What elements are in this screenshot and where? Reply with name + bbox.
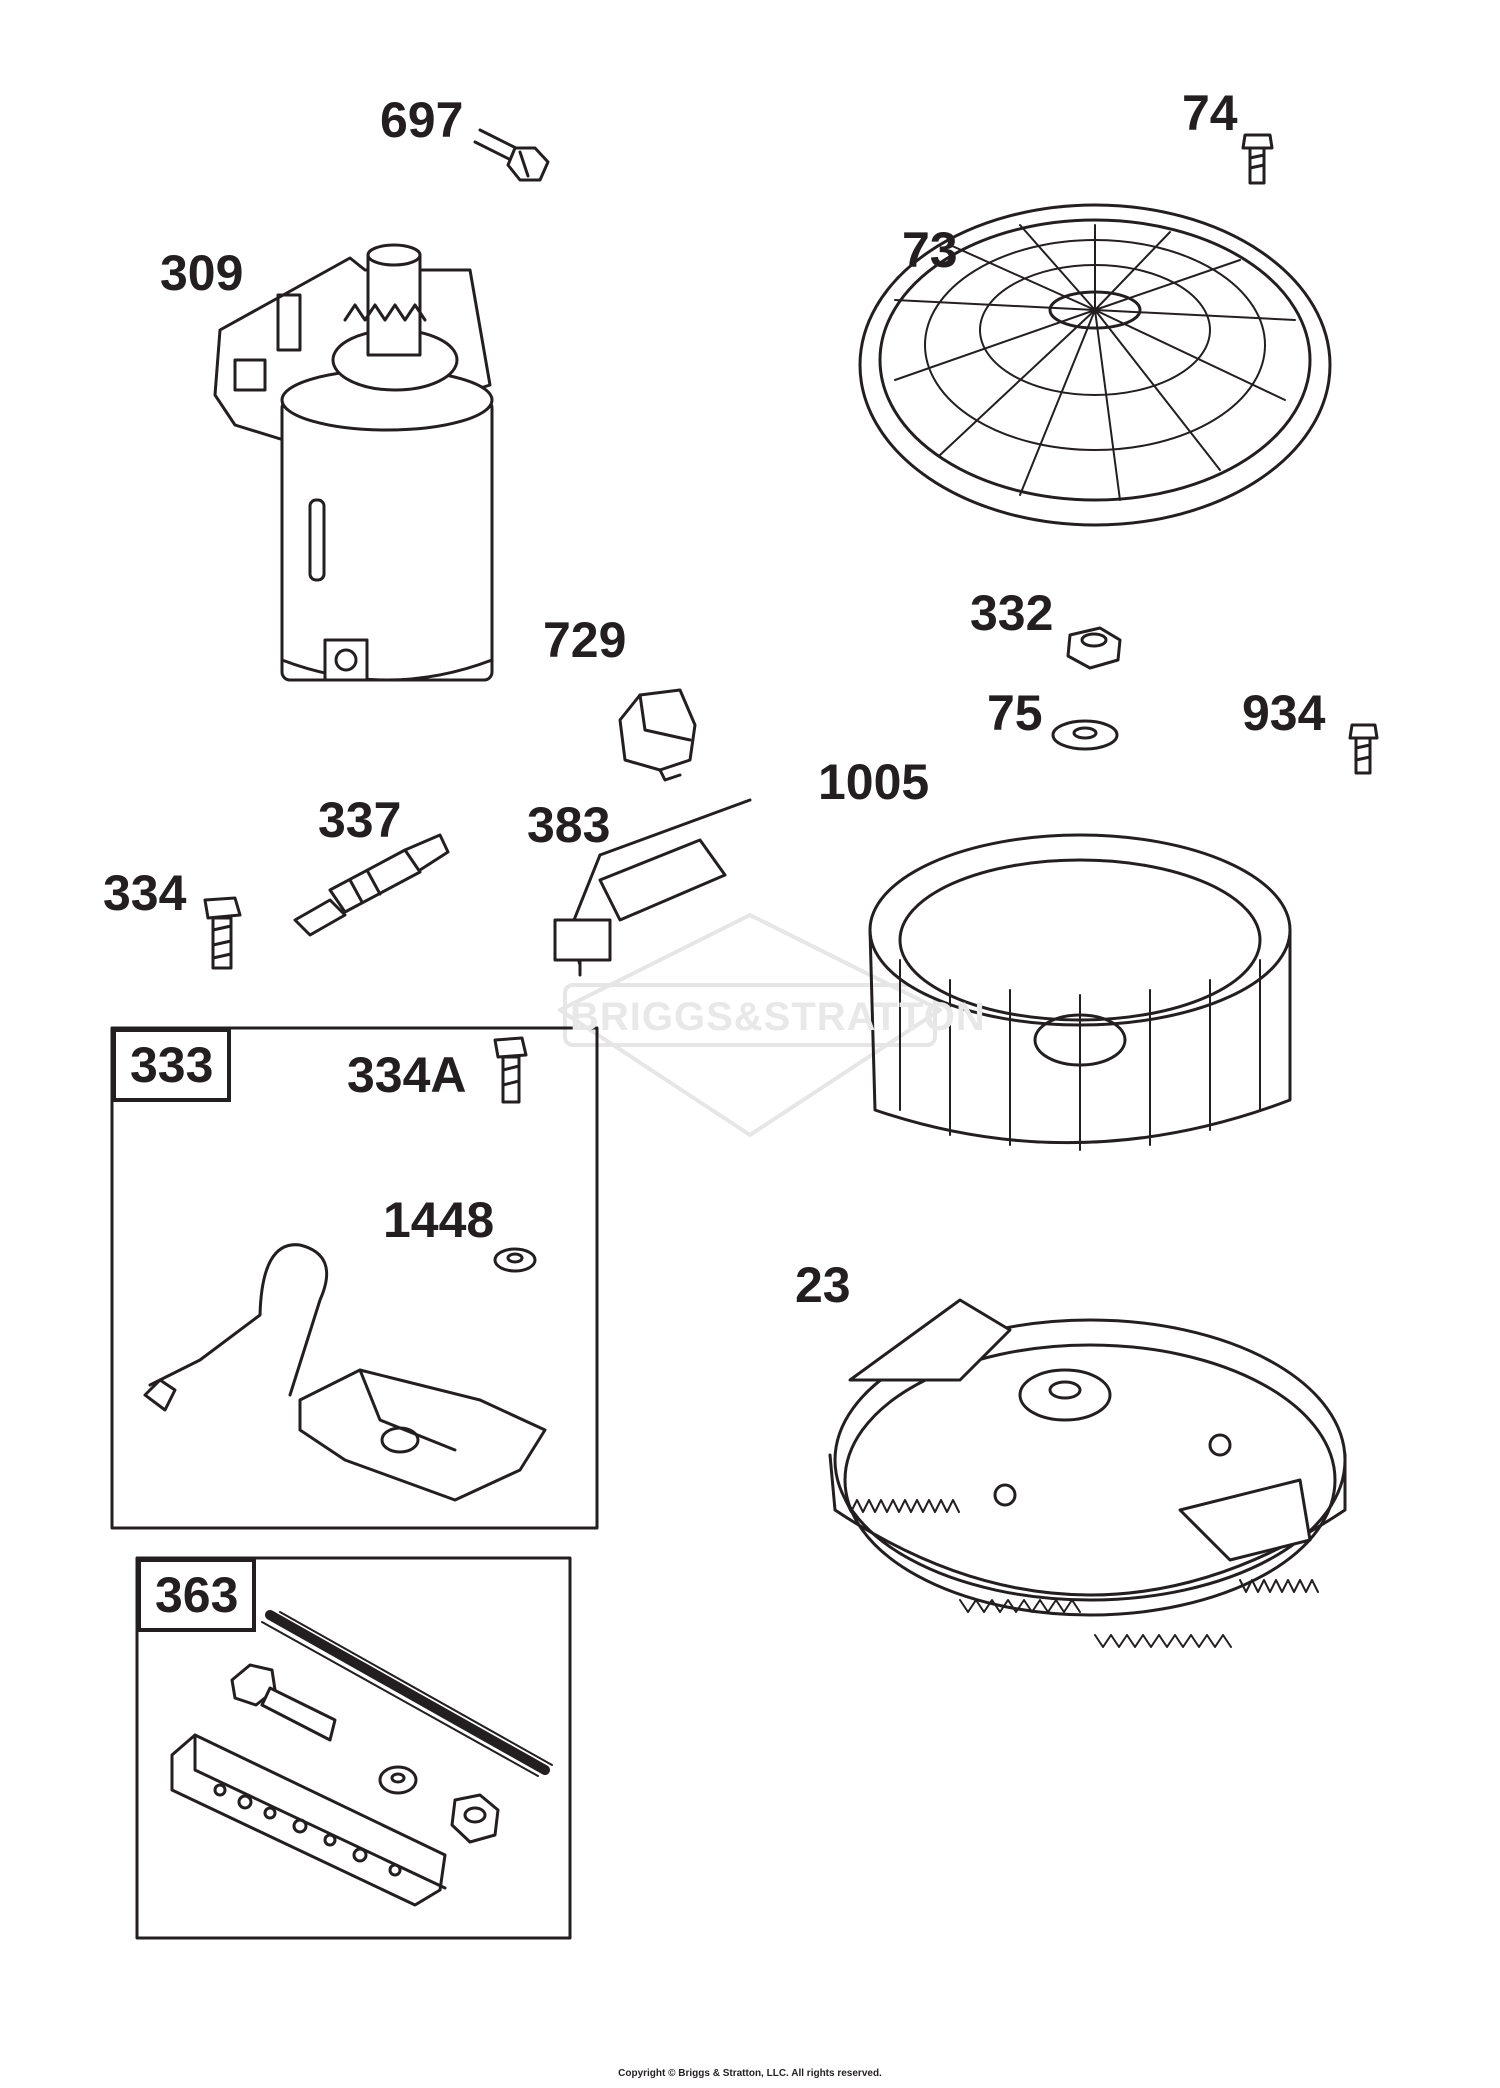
part-74-bolt[interactable]	[1241, 133, 1274, 185]
part-334A-bolt[interactable]	[493, 1036, 528, 1104]
brand-watermark	[558, 913, 942, 1137]
label-73[interactable]: 73	[902, 222, 958, 278]
label-934[interactable]: 934	[1242, 685, 1326, 741]
part-23-flywheel[interactable]	[828, 1298, 1347, 1648]
label-697[interactable]: 697	[380, 92, 464, 148]
label-309[interactable]: 309	[160, 245, 244, 301]
label-332[interactable]: 332	[970, 585, 1054, 641]
part-332-nut[interactable]	[1066, 626, 1122, 670]
part-1448-washer[interactable]	[493, 1247, 537, 1273]
label-334[interactable]: 334	[103, 865, 187, 921]
part-334-bolt[interactable]	[203, 896, 242, 970]
label-363[interactable]: 363	[137, 1558, 257, 1632]
part-73-fan-grille[interactable]	[858, 203, 1332, 527]
part-337-spark-plug[interactable]	[293, 833, 450, 937]
part-363-box	[135, 1556, 572, 1940]
part-333-ignition-coil[interactable]	[143, 1243, 547, 1502]
part-333-box	[110, 1026, 599, 1530]
label-75[interactable]: 75	[987, 685, 1043, 741]
part-1005-cooling-fan[interactable]	[868, 833, 1292, 1151]
label-383[interactable]: 383	[527, 797, 611, 853]
label-1005[interactable]: 1005	[818, 754, 930, 810]
part-934-bolt[interactable]	[1348, 723, 1379, 775]
copyright-notice: Copyright © Briggs & Stratton, LLC. All …	[618, 2068, 882, 2079]
part-383-component[interactable]	[553, 798, 752, 977]
label-337[interactable]: 337	[318, 792, 402, 848]
watermark-text: BRIGGS&STRATTON	[570, 995, 986, 1039]
part-729-clip[interactable]	[618, 688, 697, 782]
part-697-bolt[interactable]	[473, 128, 550, 182]
label-729[interactable]: 729	[543, 612, 627, 668]
part-363-hardware-kit[interactable]	[170, 1610, 553, 1907]
label-74[interactable]: 74	[1182, 85, 1238, 141]
part-309-starter-motor[interactable]	[213, 243, 494, 682]
part-75-washer[interactable]	[1051, 719, 1119, 751]
label-23[interactable]: 23	[795, 1257, 851, 1313]
label-334A[interactable]: 334A	[347, 1047, 467, 1103]
label-1448[interactable]: 1448	[383, 1192, 495, 1248]
label-333[interactable]: 333	[112, 1028, 232, 1102]
